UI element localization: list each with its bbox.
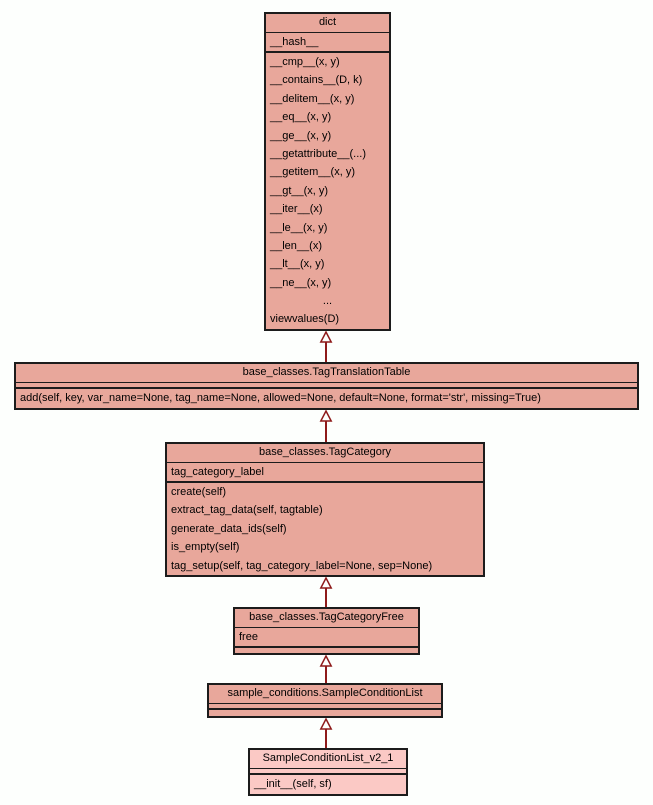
class-title: dict [318, 16, 337, 28]
member-row: __ge__(x, y) [270, 129, 332, 142]
member-row: generate_data_ids(self) [171, 522, 287, 535]
member-row: free [239, 631, 258, 643]
member-row: ... [322, 295, 333, 308]
member-row: __iter__(x) [270, 203, 323, 216]
member-row: __lt__(x, y) [270, 258, 325, 271]
inheritance-arrow-icon [319, 577, 333, 607]
member-row: tag_setup(self, tag_category_label=None,… [171, 559, 433, 572]
member-row: extract_tag_data(self, tagtable) [171, 504, 323, 517]
member-row: __le__(x, y) [270, 221, 328, 234]
member-row: __init__(self, sf) [254, 778, 332, 790]
methods-compartment: __cmp__(x, y) __contains__(D, k) __delitem… [266, 51, 389, 329]
class-box-tagtranslationtable[interactable]: base_classes.TagTranslationTable add(sel… [14, 362, 639, 410]
attributes-compartment: tag_category_label [167, 462, 483, 481]
class-box-tagcategoryfree[interactable]: base_classes.TagCategoryFree free [233, 607, 420, 655]
member-row: tag_category_label [171, 466, 264, 478]
attributes-compartment [209, 703, 441, 708]
class-box-dict[interactable]: dict __hash__ __cmp__(x, y) __contains__(… [264, 12, 391, 331]
member-row: __getitem__(x, y) [270, 166, 355, 179]
methods-compartment: add(self, key, var_name=None, tag_name=N… [16, 387, 637, 407]
attributes-compartment [16, 382, 637, 387]
methods-compartment: __init__(self, sf) [250, 773, 406, 793]
class-box-tagcategory[interactable]: base_classes.TagCategory tag_category_la… [165, 442, 485, 577]
class-title: base_classes.TagTranslationTable [242, 366, 411, 378]
class-title: sample_conditions.SampleConditionList [227, 687, 423, 699]
inheritance-arrow-icon [319, 410, 333, 442]
class-title: base_classes.TagCategory [258, 446, 392, 458]
class-box-sampleconditionlist-v2-1[interactable]: SampleConditionList_v2_1 __init__(self, … [248, 748, 408, 796]
member-row: __hash__ [270, 36, 319, 48]
attributes-compartment: __hash__ [266, 32, 389, 51]
member-row: create(self) [171, 486, 227, 498]
member-row: __len__(x) [270, 239, 322, 252]
member-row: viewvalues(D) [270, 313, 340, 326]
member-row: __cmp__(x, y) [270, 56, 340, 68]
attributes-compartment [250, 768, 406, 773]
methods-compartment [235, 646, 418, 651]
member-row: __eq__(x, y) [270, 111, 332, 124]
inheritance-arrow-icon [319, 331, 333, 362]
member-row: __getattribute__(...) [270, 147, 367, 160]
methods-compartment: create(self) extract_tag_data(self, tagta… [167, 481, 483, 575]
methods-compartment [209, 708, 441, 713]
inheritance-arrow-icon [319, 655, 333, 683]
member-row: is_empty(self) [171, 541, 240, 554]
class-title: SampleConditionList_v2_1 [262, 752, 394, 764]
member-row: add(self, key, var_name=None, tag_name=N… [20, 392, 541, 404]
class-title: base_classes.TagCategoryFree [249, 611, 404, 623]
member-row: __gt__(x, y) [270, 184, 329, 197]
attributes-compartment: free [235, 627, 418, 646]
member-row: __contains__(D, k) [270, 74, 363, 87]
member-row: __ne__(x, y) [270, 276, 332, 289]
inheritance-arrow-icon [319, 718, 333, 748]
class-box-sampleconditionlist[interactable]: sample_conditions.SampleConditionList [207, 683, 443, 718]
member-row: __delitem__(x, y) [270, 92, 355, 105]
